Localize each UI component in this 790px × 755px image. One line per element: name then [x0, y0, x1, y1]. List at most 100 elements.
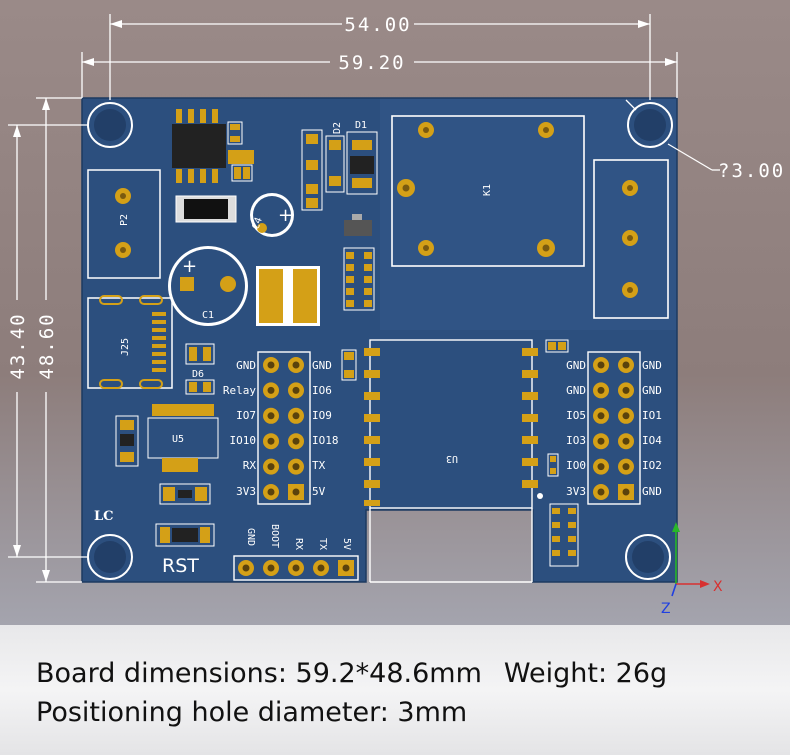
bottom-pin-header [233, 555, 359, 581]
label-d2: D2 [332, 122, 343, 134]
label-c1: C1 [202, 310, 214, 321]
lh-right-1: IO6 [312, 384, 332, 397]
smd-near-io6 [341, 349, 357, 381]
label-c4: C4 [250, 216, 264, 231]
rh-right-0: GND [642, 359, 662, 372]
bottom-header-pin-hole [267, 564, 275, 572]
right-header-pin-hole [597, 463, 605, 471]
dim-width-inner: 54.00 [344, 14, 411, 36]
mounting-holes [87, 102, 673, 580]
smd-resistors-top [227, 121, 254, 182]
bh-label-0: GND [245, 528, 256, 546]
right-header-pin-hole [622, 361, 630, 369]
lh-right-2: IO9 [312, 409, 332, 422]
right-header-pin-hole [622, 488, 630, 496]
left-header-pin-hole [292, 437, 300, 445]
label-d1: D1 [355, 120, 367, 131]
connector-j25: J25 [87, 295, 173, 389]
lh-left-0: GND [236, 359, 256, 372]
bh-label-3: TX [317, 538, 328, 550]
lh-left-1: Relay [223, 384, 256, 397]
bottom-header-pin-hole [292, 564, 300, 572]
left-header-pin-hole [267, 386, 275, 394]
rh-right-4: IO2 [642, 459, 662, 472]
left-header-pin-hole [267, 437, 275, 445]
left-pin-header [257, 351, 311, 505]
c1-plus: + [182, 256, 197, 277]
ic-soic8 [172, 109, 226, 183]
right-header-pin-hole [622, 463, 630, 471]
label-l1: L1 [282, 288, 293, 300]
label-k1: K1 [482, 184, 493, 196]
smd-left-parts [115, 415, 211, 505]
label-d6: D6 [192, 369, 204, 380]
axis-triad: X Z [661, 522, 723, 617]
bh-label-4: 5V [341, 538, 352, 550]
right-header-pin-hole [597, 361, 605, 369]
left-header-pin-hole [292, 412, 300, 420]
rh-left-0: GND [566, 359, 586, 372]
lh-right-3: IO18 [312, 434, 339, 447]
weight-text: Weight: 26g [503, 658, 668, 689]
right-pin-header [587, 351, 641, 505]
caption-line-2: Positioning hole diameter: 3mm [36, 697, 468, 728]
inductor-l1: L1 [256, 266, 320, 326]
label-p2: P2 [119, 214, 130, 226]
rh-left-5: 3V3 [566, 485, 586, 498]
diodes-d1-d2: D2 D1 [301, 120, 378, 211]
lh-right-0: GND [312, 359, 332, 372]
left-header-pin-hole [267, 463, 275, 471]
lh-left-4: RX [243, 459, 257, 472]
rh-left-3: IO3 [566, 434, 586, 447]
axis-z-label: Z [661, 601, 671, 617]
resistor-stack [343, 214, 375, 311]
rh-right-2: IO1 [642, 409, 662, 422]
label-u5: U5 [172, 434, 184, 445]
dim-height-inner: 43.40 [7, 312, 29, 379]
capacitor-c4: + C4 [250, 193, 294, 237]
bottom-header-pin-hole [317, 564, 325, 572]
left-header-pin-hole [292, 488, 300, 496]
caption-line-1: Board dimensions: 59.2*48.6mm Weight: 26g [36, 658, 667, 689]
reset-button: RST [155, 523, 215, 577]
lh-right-4: TX [312, 459, 326, 472]
label-j25: J25 [120, 338, 131, 356]
dimension-lines [8, 14, 720, 583]
label-rst: RST [162, 555, 199, 577]
right-header-pin-hole [622, 412, 630, 420]
relay-k1: K1 [391, 115, 585, 267]
dim-width-outer: 59.20 [338, 52, 405, 74]
lh-left-2: IO7 [236, 409, 256, 422]
smd-near-right-header [545, 339, 579, 567]
lh-left-3: IO10 [230, 434, 257, 447]
regulator-u5: U5 [147, 404, 219, 472]
board-dimensions-text: Board dimensions: 59.2*48.6mm [36, 658, 482, 689]
c4-plus: + [278, 205, 293, 226]
smd-diode-black [175, 195, 237, 223]
bottom-header-pin-hole [242, 564, 250, 572]
bh-label-2: RX [293, 538, 304, 550]
rh-left-2: IO5 [566, 409, 586, 422]
diode-d6-group: D6 [185, 343, 215, 395]
rh-left-1: GND [566, 384, 586, 397]
left-header-labels: GND Relay IO7 IO10 RX 3V3 GND IO6 IO9 IO… [223, 359, 339, 498]
right-header-labels: GND GND IO5 IO3 IO0 3V3 GND GND IO1 IO4 … [566, 359, 662, 498]
lh-left-5: 3V3 [236, 485, 256, 498]
right-header-pin-hole [597, 437, 605, 445]
rh-right-5: GND [642, 485, 662, 498]
pcb-drawing: 54.00 59.20 43.40 48.60 ?3.00 P2 [7, 14, 783, 617]
left-header-pin-hole [292, 361, 300, 369]
label-u3: U3 [446, 453, 458, 464]
left-header-pin-hole [292, 463, 300, 471]
bh-label-1: BOOT [269, 524, 280, 548]
axis-x-label: X [713, 579, 723, 595]
label-lc: LC [94, 509, 114, 524]
bottom-header-labels: GND BOOT RX TX 5V [245, 524, 352, 550]
dimension-arrows [13, 20, 677, 582]
left-header-pin-hole [267, 488, 275, 496]
right-header-pin-hole [597, 412, 605, 420]
right-header-pin-hole [622, 386, 630, 394]
rh-right-3: IO4 [642, 434, 662, 447]
caption-panel: Board dimensions: 59.2*48.6mm Weight: 26g… [0, 625, 790, 755]
capacitor-c1: + C1 [168, 246, 248, 326]
